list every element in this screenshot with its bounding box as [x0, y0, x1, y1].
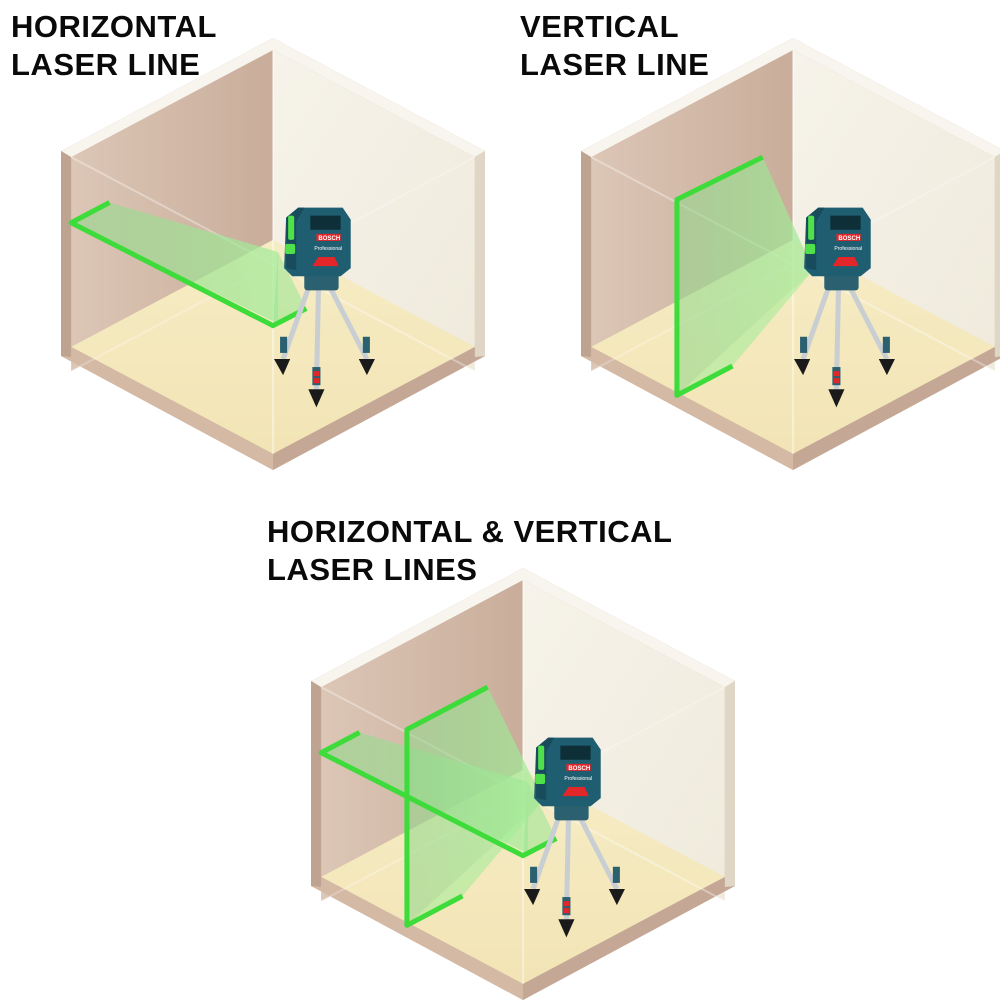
panel-horizontal — [58, 38, 488, 470]
vertical-laser-line — [404, 684, 489, 928]
title-vertical-line2: LASER LINE — [520, 47, 710, 82]
title-horizontal: HORIZONTAL LASER LINE — [11, 8, 217, 84]
title-combined: HORIZONTAL & VERTICAL LASER LINES — [267, 513, 672, 589]
room-illustration-horizontal — [60, 38, 486, 470]
room-illustration-combined — [310, 568, 736, 1000]
laser-fan — [71, 202, 279, 324]
panel-combined — [308, 568, 738, 1000]
vertical-laser-line — [674, 154, 764, 398]
title-combined-line2: LASER LINES — [267, 552, 478, 587]
title-horizontal-line1: HORIZONTAL — [11, 9, 217, 44]
title-vertical: VERTICAL LASER LINE — [520, 8, 709, 84]
horizontal-laser-line — [318, 730, 558, 859]
title-combined-line1: HORIZONTAL & VERTICAL — [267, 514, 673, 549]
title-horizontal-line2: LASER LINE — [11, 47, 201, 82]
room-illustration-vertical — [580, 38, 1000, 470]
title-vertical-line1: VERTICAL — [520, 9, 679, 44]
panel-vertical — [578, 38, 1000, 470]
horizontal-laser-line — [68, 200, 308, 329]
